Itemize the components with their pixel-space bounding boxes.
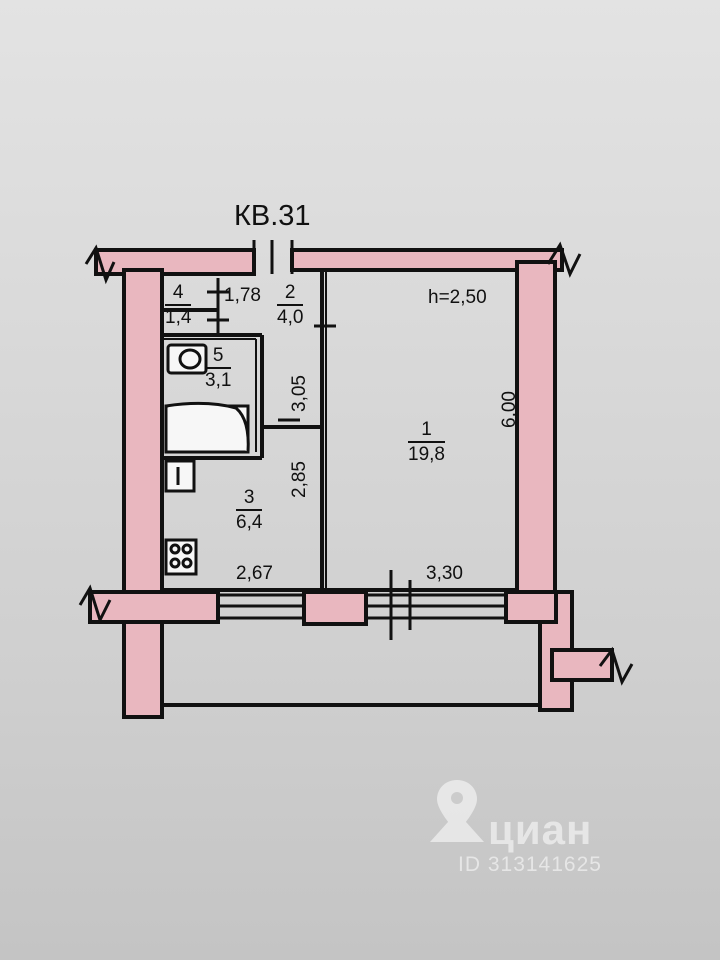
apartment-title: КВ.31 [234,200,311,232]
fraction-bar [277,304,304,306]
room-4-area: 1,4 [165,307,192,328]
partition-inner-lines [162,270,327,590]
wall-break-marks [78,241,634,686]
watermark-brand: циан [488,806,593,853]
room-1-number: 1 [421,419,432,440]
dimension-ticks [207,278,412,640]
room-4-label: 4 1,4 [165,282,192,328]
dimension-1-78: 1,78 [224,285,261,306]
dimension-3-05: 3,05 [289,375,310,412]
fraction-bar [205,367,232,369]
bathtub-icon [164,401,250,454]
partitions [162,270,540,707]
room-3-number: 3 [243,487,255,508]
fraction-bar [236,509,263,511]
map-pin-icon [430,780,484,842]
room-3-label: 3 6,4 [236,487,263,533]
room-4-number: 4 [172,282,184,303]
dimension-6-00: 6,00 [499,391,520,428]
room-5-area: 3,1 [205,370,232,391]
room-5-number: 5 [212,345,224,366]
fraction-bar [165,304,192,306]
dimension-2-85: 2,85 [289,461,310,498]
entrance-door [252,240,294,274]
room-5-label: 5 3,1 [205,345,232,391]
watermark-id: ID 313141625 [458,853,602,876]
room-1-label: 1 19,8 [408,420,445,464]
room-2-label: 2 4,0 [277,282,304,328]
room-3-area: 6,4 [236,512,263,533]
dimension-3-30: 3,30 [426,563,463,584]
room-2-number: 2 [284,282,296,303]
windows [218,593,506,620]
dimension-2-67: 2,67 [236,563,273,584]
ceiling-height: h=2,50 [428,287,487,308]
stove-icon [164,538,198,576]
room-2-area: 4,0 [277,307,304,328]
sink-icon [164,459,196,493]
exterior-walls [88,248,614,719]
washbasin-icon [166,343,208,375]
fraction-bar [408,441,445,443]
room-1-area: 19,8 [408,444,445,465]
